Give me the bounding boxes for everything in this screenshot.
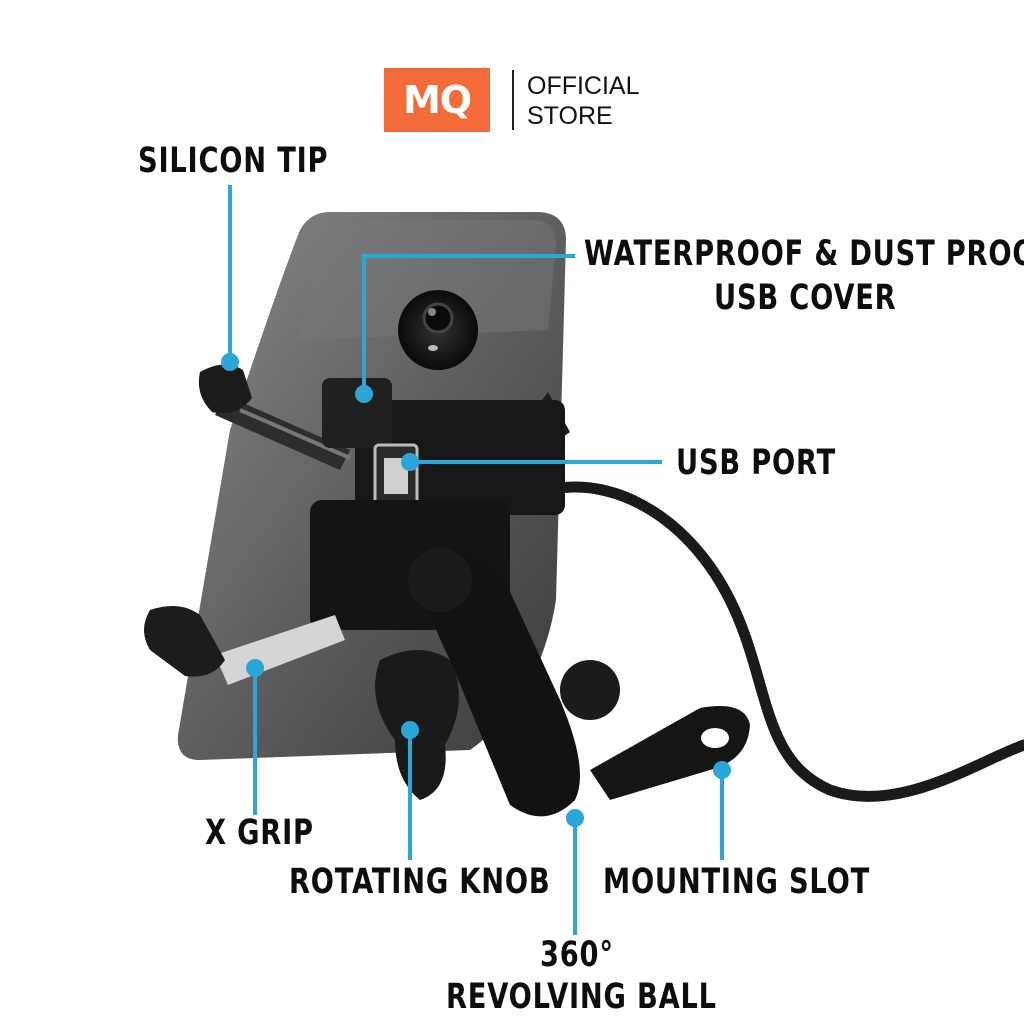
mounting-bracket [590, 706, 750, 800]
label-waterproof-line1: WATERPROOF & DUST PROOF [584, 234, 1024, 274]
label-silicon-tip: SILICON TIP [138, 141, 329, 181]
label-usb-port: USB PORT [676, 443, 837, 483]
brand-store: STORE [527, 102, 613, 130]
charging-cable [554, 481, 1024, 802]
brand-divider [512, 70, 514, 130]
label-x-grip: X GRIP [205, 813, 314, 853]
label-revolving-line1: 360° [540, 935, 614, 975]
brand-official: OFFICIAL [527, 72, 640, 100]
label-rotating-knob: ROTATING KNOB [289, 862, 551, 902]
brand-logo-text: MQ [402, 78, 472, 122]
label-mounting-slot: MOUNTING SLOT [603, 862, 870, 902]
ball-arm [420, 552, 580, 817]
leader-lines [221, 185, 731, 935]
brand-logo: MQ [384, 68, 490, 132]
upper-left-tip [198, 364, 252, 414]
brand-header: MQ OFFICIAL STORE [384, 68, 644, 132]
usb-cover [322, 378, 392, 448]
label-revolving-line2: REVOLVING BALL [446, 977, 717, 1017]
label-waterproof-line2: USB COVER [714, 278, 897, 318]
